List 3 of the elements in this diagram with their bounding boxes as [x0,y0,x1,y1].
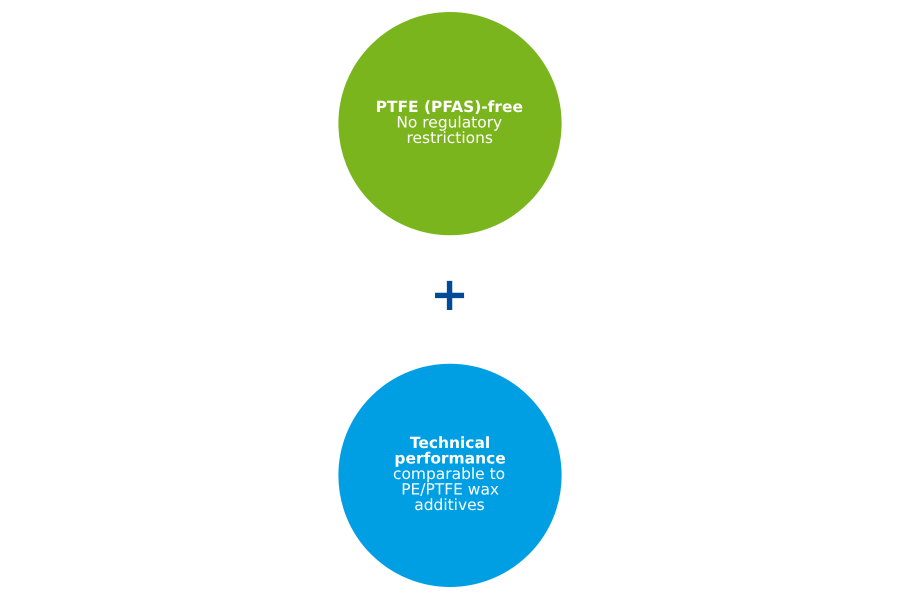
node-circle: PTFE (PFAS)-free No regulatory restrictions [338,12,562,236]
node-circle: Technical performance comparable to PE/PTFE wax additives [338,364,562,587]
label: + [430,267,469,322]
